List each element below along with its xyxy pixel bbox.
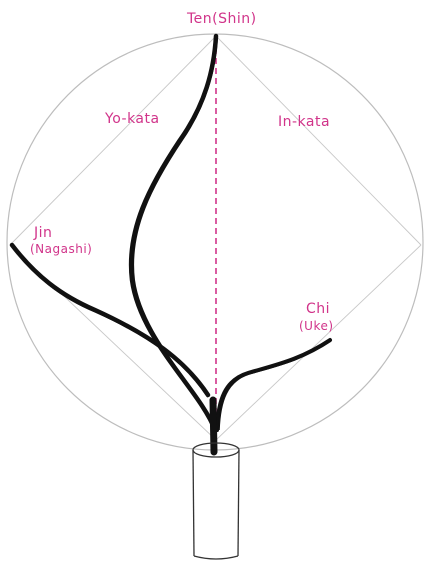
uke-label: (Uke) [299, 320, 334, 332]
chi-label: Chi [306, 302, 330, 316]
chi-branch-inner [219, 341, 331, 430]
vase [193, 443, 239, 559]
shin-branch [131, 36, 216, 430]
nagashi-label: (Nagashi) [30, 243, 92, 255]
yo-kata-label: Yo-kata [105, 112, 160, 126]
stem [213, 400, 214, 452]
jin-label: Jin [34, 226, 52, 240]
ten-label: Ten(Shin) [187, 12, 257, 26]
in-kata-label: In-kata [278, 115, 330, 129]
